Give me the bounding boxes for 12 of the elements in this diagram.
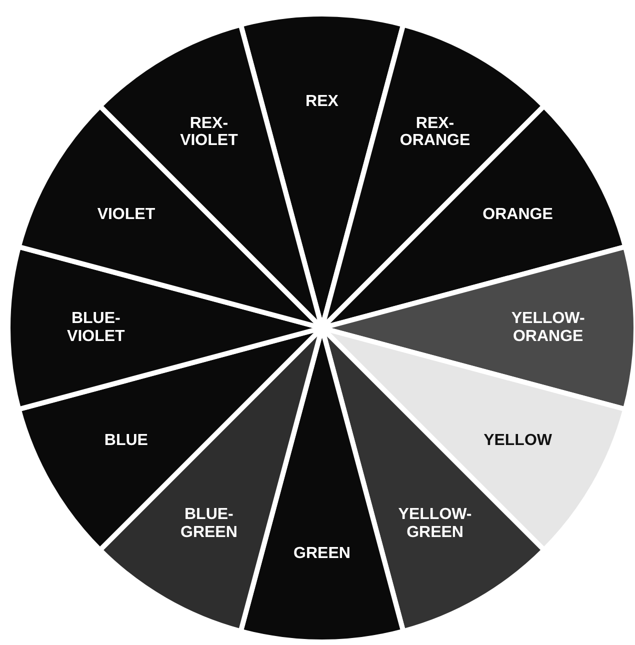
segment-label: VIOLET: [96, 206, 156, 224]
segment-label: REX-VIOLET: [179, 114, 239, 150]
segment-label: GREEN: [292, 545, 352, 563]
segment-label: REX-ORANGE: [398, 114, 472, 150]
segment-label: YELLOW-GREEN: [397, 506, 473, 542]
segment-label: BLUE-VIOLET: [66, 310, 126, 346]
segment-label: YELLOW: [482, 432, 553, 450]
segment-label: BLUE-GREEN: [180, 506, 238, 542]
segment-label: ORANGE: [482, 206, 554, 224]
segment-label: REX: [304, 93, 340, 111]
segment-label: YELLOW-ORANGE: [510, 310, 586, 346]
segment-label: BLUE: [103, 432, 149, 450]
